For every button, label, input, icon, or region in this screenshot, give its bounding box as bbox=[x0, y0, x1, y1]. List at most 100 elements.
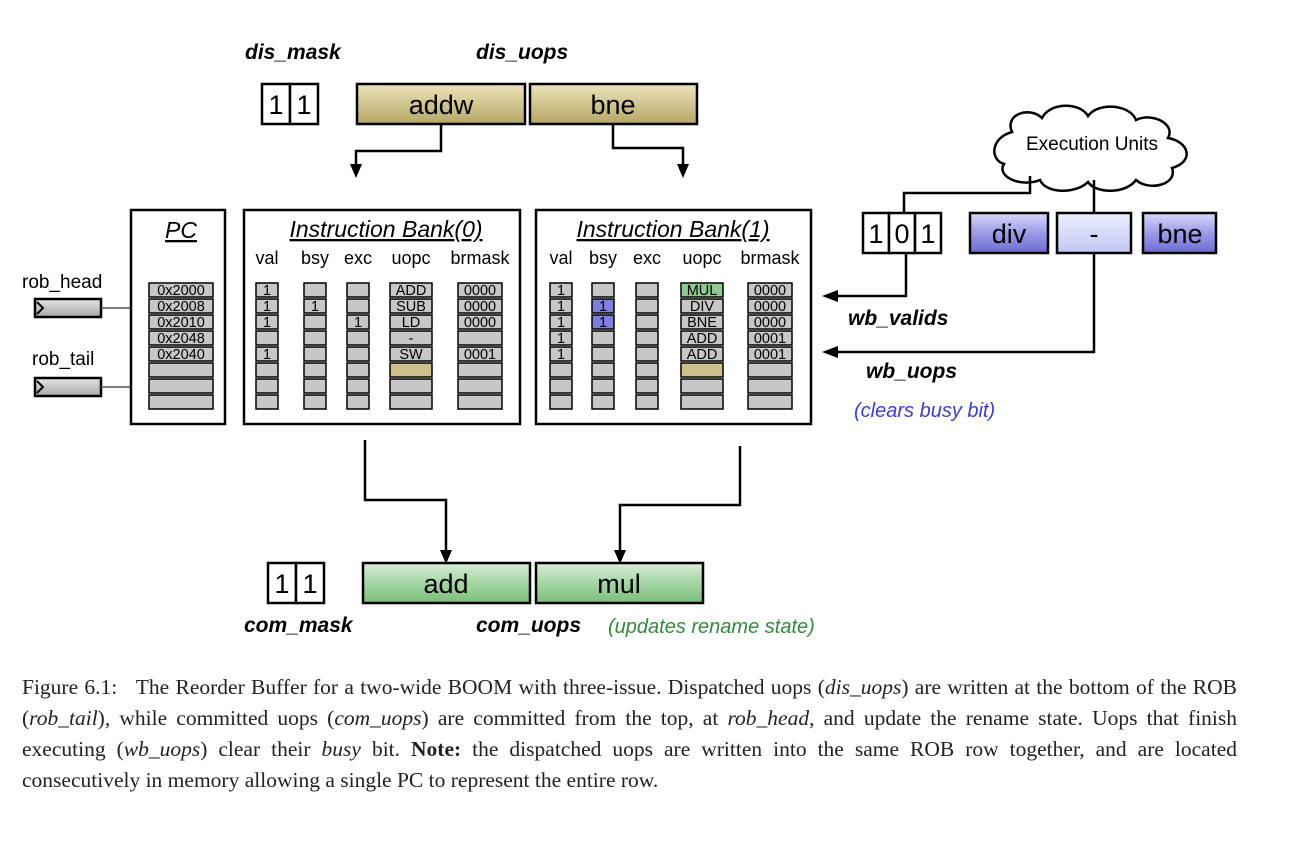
bank-column-header: val bbox=[255, 248, 278, 268]
pc-value: 0x2040 bbox=[157, 347, 205, 363]
dis-uop: addw bbox=[409, 90, 474, 120]
bank-cell bbox=[346, 394, 370, 410]
bank-cell bbox=[747, 346, 793, 362]
bank-cell bbox=[255, 298, 279, 314]
bank-cell-value: 1 bbox=[557, 347, 565, 363]
bank-cell-value: 1 bbox=[557, 331, 565, 347]
exec-wires bbox=[902, 176, 1096, 214]
bank-cell bbox=[303, 378, 327, 394]
com-note: (updates rename state) bbox=[608, 616, 815, 638]
wb-note: (clears busy bit) bbox=[854, 400, 995, 422]
bank-cell bbox=[591, 298, 615, 314]
bank-cell bbox=[346, 282, 370, 298]
bank-cell-value: 0000 bbox=[754, 315, 786, 331]
bank-cell bbox=[303, 298, 327, 314]
bank-cell bbox=[549, 346, 573, 362]
bank-cell bbox=[680, 362, 724, 378]
bank-cell bbox=[747, 394, 793, 410]
wb-uops-label: wb_uops bbox=[866, 360, 957, 383]
bank-cell bbox=[389, 378, 433, 394]
bank-cell bbox=[635, 314, 659, 330]
com-mask-label: com_mask bbox=[244, 614, 354, 637]
pc-row bbox=[148, 282, 214, 298]
pc-row bbox=[148, 362, 214, 378]
com-uops: add mul bbox=[361, 561, 705, 605]
caption-emphasis: rob_tail bbox=[29, 706, 98, 730]
bank-cell bbox=[457, 394, 503, 410]
bank-cell bbox=[591, 378, 615, 394]
bank-cell bbox=[255, 282, 279, 298]
bank-title: Instruction Bank(1) bbox=[576, 216, 769, 242]
bank-cell bbox=[549, 378, 573, 394]
bank-cell bbox=[591, 282, 615, 298]
wb-uop: - bbox=[1090, 219, 1099, 249]
dis-mask-bit: 1 bbox=[296, 90, 311, 120]
bank-cell bbox=[255, 346, 279, 362]
arrowhead bbox=[614, 550, 626, 564]
bank-cell bbox=[680, 346, 724, 362]
bank-cell-value: MUL bbox=[687, 283, 718, 299]
bank-cell-value: 1 bbox=[263, 299, 271, 315]
bank-cell bbox=[303, 282, 327, 298]
bank-column-header: brmask bbox=[740, 248, 800, 268]
bank-cell bbox=[549, 394, 573, 410]
bank-cell bbox=[680, 378, 724, 394]
bank-cell bbox=[591, 362, 615, 378]
wb-valids-label: wb_valids bbox=[848, 307, 948, 330]
execution-units-label: Execution Units bbox=[1026, 134, 1158, 155]
bank-cell bbox=[549, 330, 573, 346]
bank-cell bbox=[549, 362, 573, 378]
bank-cell-value: 0001 bbox=[754, 331, 786, 347]
dis-uops-label: dis_uops bbox=[476, 41, 568, 64]
bank-cell-value: BNE bbox=[687, 315, 717, 331]
caption-text: ) are written at the bottom of the ROB ( bbox=[22, 675, 1238, 730]
bank-cell-value: SUB bbox=[396, 299, 426, 315]
bank-cell bbox=[457, 298, 503, 314]
bank-cell bbox=[255, 378, 279, 394]
bank-cell bbox=[747, 282, 793, 298]
bank-cell-value: LD bbox=[402, 315, 421, 331]
bank-column-header: exc bbox=[344, 248, 372, 268]
bank-cell bbox=[591, 346, 615, 362]
pc-value: 0x2048 bbox=[157, 331, 205, 347]
caption-emphasis: busy bbox=[321, 737, 361, 761]
bank-cell bbox=[303, 330, 327, 346]
dis-mask-bits: 1 1 bbox=[260, 82, 320, 126]
bank-cell bbox=[635, 394, 659, 410]
bank-cell-value: 0000 bbox=[464, 299, 496, 315]
bank-column-header: exc bbox=[633, 248, 661, 268]
bank-cell bbox=[591, 394, 615, 410]
bank-cell bbox=[346, 346, 370, 362]
bank-cell bbox=[389, 394, 433, 410]
pc-row bbox=[148, 330, 214, 346]
figure-caption: Figure 6.1: The Reorder Buffer for a two… bbox=[22, 672, 1237, 796]
bank-cell bbox=[747, 362, 793, 378]
caption-emphasis: dis_uops bbox=[824, 675, 902, 699]
arrowhead bbox=[677, 164, 689, 178]
wb-uop: div bbox=[992, 219, 1027, 249]
bank-cell bbox=[389, 298, 433, 314]
bank-cell bbox=[389, 282, 433, 298]
bank-cell bbox=[303, 362, 327, 378]
bank-cell bbox=[457, 282, 503, 298]
com-mask-bit: 1 bbox=[274, 569, 289, 599]
bank-cell bbox=[591, 330, 615, 346]
caption-text: The Reorder Buffer for a two-wide BOOM w… bbox=[135, 675, 825, 699]
rob-head-label: rob_head bbox=[22, 272, 102, 293]
dis-uop: bne bbox=[590, 90, 635, 120]
dis-uops: addw bne bbox=[355, 82, 699, 126]
bank-column-header: bsy bbox=[301, 248, 329, 268]
bank-cell-value: ADD bbox=[687, 331, 718, 347]
bank-cell bbox=[457, 314, 503, 330]
caption-text: ), while committed uops ( bbox=[97, 706, 335, 730]
bank-cell bbox=[346, 298, 370, 314]
bank-cell bbox=[255, 330, 279, 346]
caption-emphasis: wb_uops bbox=[123, 737, 201, 761]
wb-uops: div - bne bbox=[968, 211, 1218, 255]
bank-column-header: uopc bbox=[682, 248, 721, 268]
bank-cell-value: ADD bbox=[687, 347, 718, 363]
dis-mask-bit: 1 bbox=[268, 90, 283, 120]
pc-row bbox=[148, 346, 214, 362]
